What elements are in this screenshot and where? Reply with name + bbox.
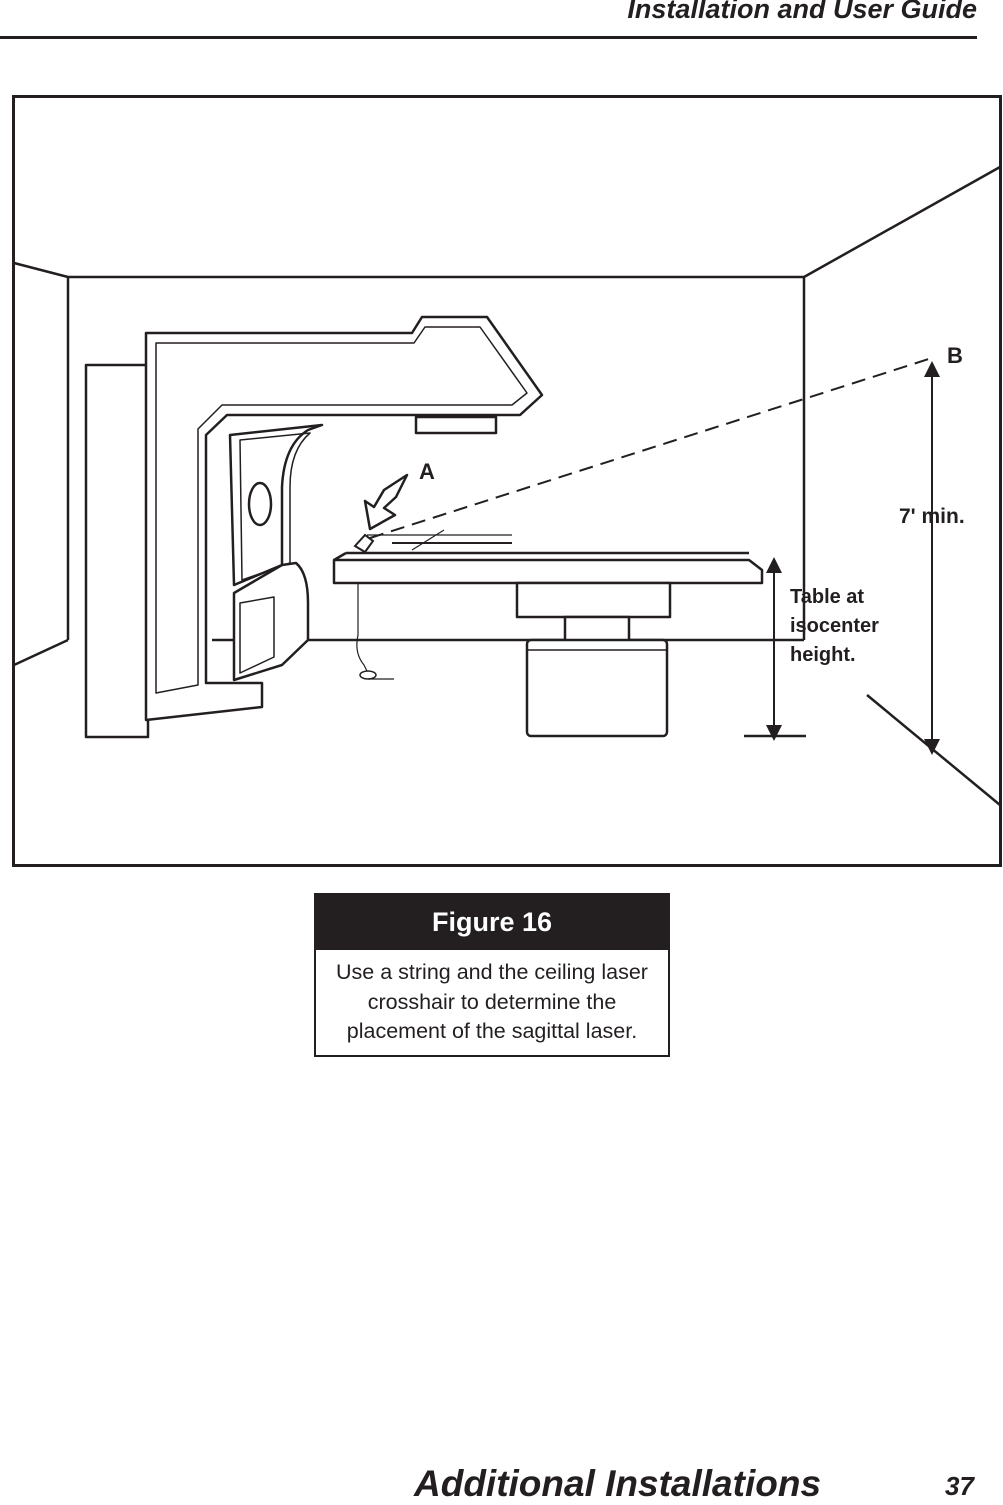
header-rule — [0, 36, 977, 39]
linac-gantry — [84, 315, 544, 739]
table-height-label-line3: height. — [790, 644, 856, 666]
point-b-label: B — [947, 343, 963, 368]
reference-line — [411, 529, 445, 551]
point-a-arrow — [363, 473, 409, 531]
figure-caption: Figure 16 Use a string and the ceiling l… — [314, 893, 670, 1057]
running-header: Installation and User Guide — [627, 0, 977, 24]
room-walls — [13, 165, 1001, 806]
laser-string-line — [369, 356, 936, 539]
sagittal-laser — [353, 533, 375, 554]
treatment-couch — [332, 534, 764, 738]
caption-title: Figure 16 — [316, 895, 668, 950]
caption-text: Use a string and the ceiling laser cross… — [336, 960, 648, 1043]
min-height-label: 7' min. — [899, 505, 965, 528]
point-a-label: A — [419, 459, 435, 484]
table-height-label-line2: isocenter — [790, 615, 879, 637]
table-height-label-line1: Table at — [790, 586, 864, 608]
footer-section-title: Additional Installations — [414, 1463, 822, 1504]
figure-illustration: A B 7' min. Table at isocenter height. — [12, 95, 1002, 867]
page-number: 37 — [945, 1471, 974, 1501]
